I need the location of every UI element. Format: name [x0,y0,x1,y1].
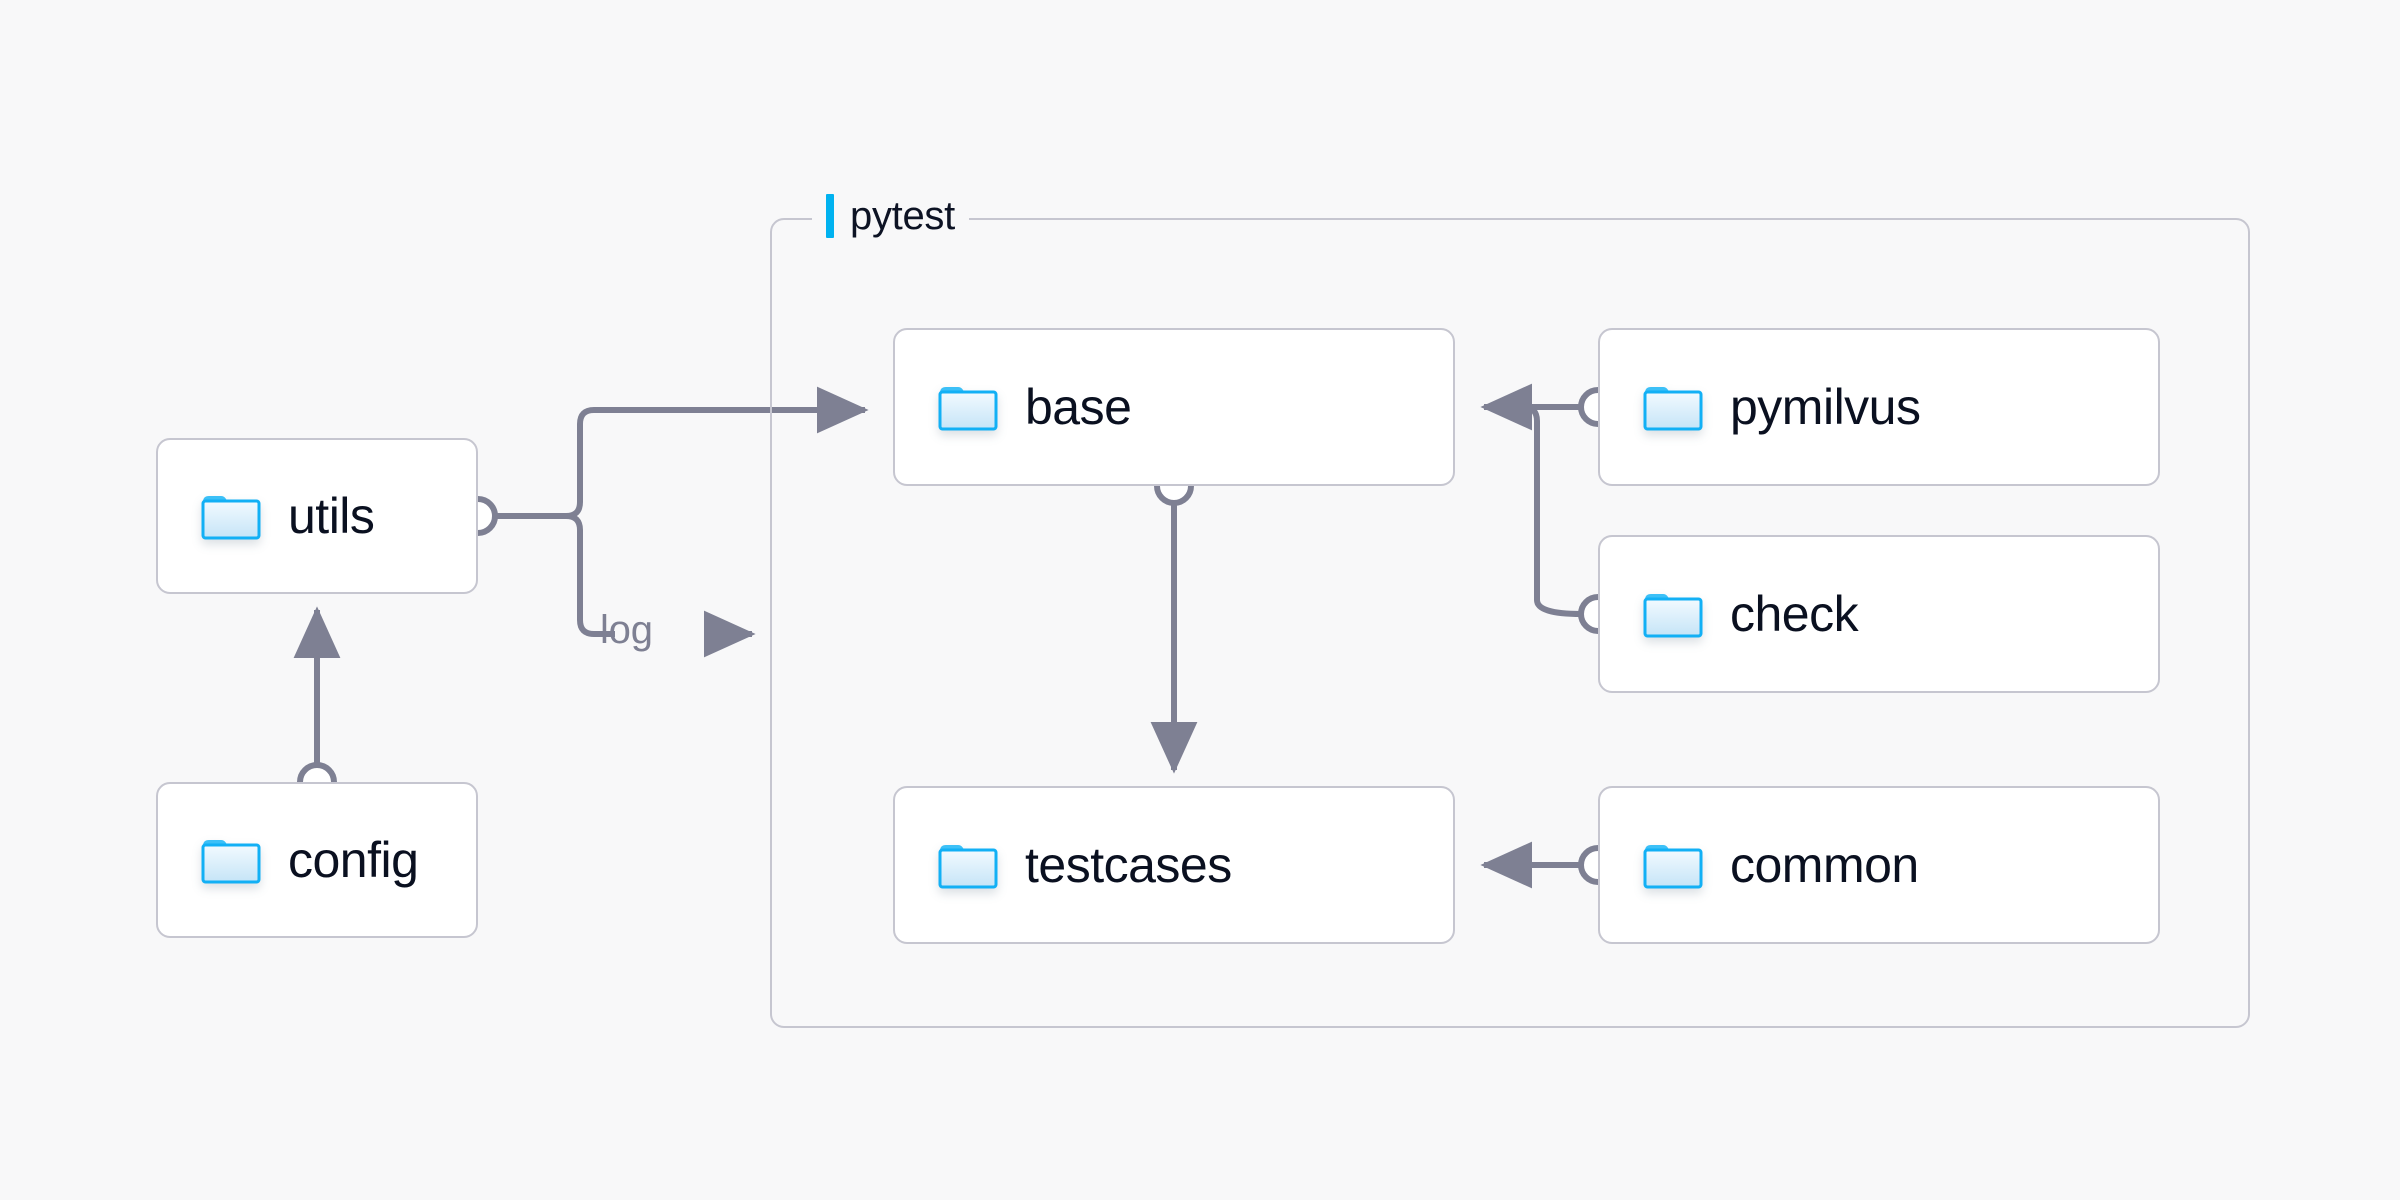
folder-icon [937,840,999,890]
node-label: base [1025,379,1132,435]
group-accent-bar [826,194,834,238]
node-label: check [1730,586,1859,642]
folder-icon [937,382,999,432]
folder-icon [1642,382,1704,432]
node-config[interactable]: config [156,782,478,938]
node-label: testcases [1025,837,1232,893]
node-label: common [1730,837,1919,893]
node-testcases[interactable]: testcases [893,786,1455,944]
edge-label-log: log [600,608,653,652]
node-pymilvus[interactable]: pymilvus [1598,328,2160,486]
node-label: config [288,832,419,888]
folder-icon [1642,589,1704,639]
folder-icon [1642,840,1704,890]
node-label: utils [288,488,375,544]
group-pytest[interactable] [770,218,2250,1028]
group-pytest-label: pytest [812,188,969,244]
group-title-text: pytest [850,193,955,238]
node-check[interactable]: check [1598,535,2160,693]
folder-icon [200,491,262,541]
node-base[interactable]: base [893,328,1455,486]
folder-icon [200,835,262,885]
node-common[interactable]: common [1598,786,2160,944]
node-utils[interactable]: utils [156,438,478,594]
node-label: pymilvus [1730,379,1921,435]
